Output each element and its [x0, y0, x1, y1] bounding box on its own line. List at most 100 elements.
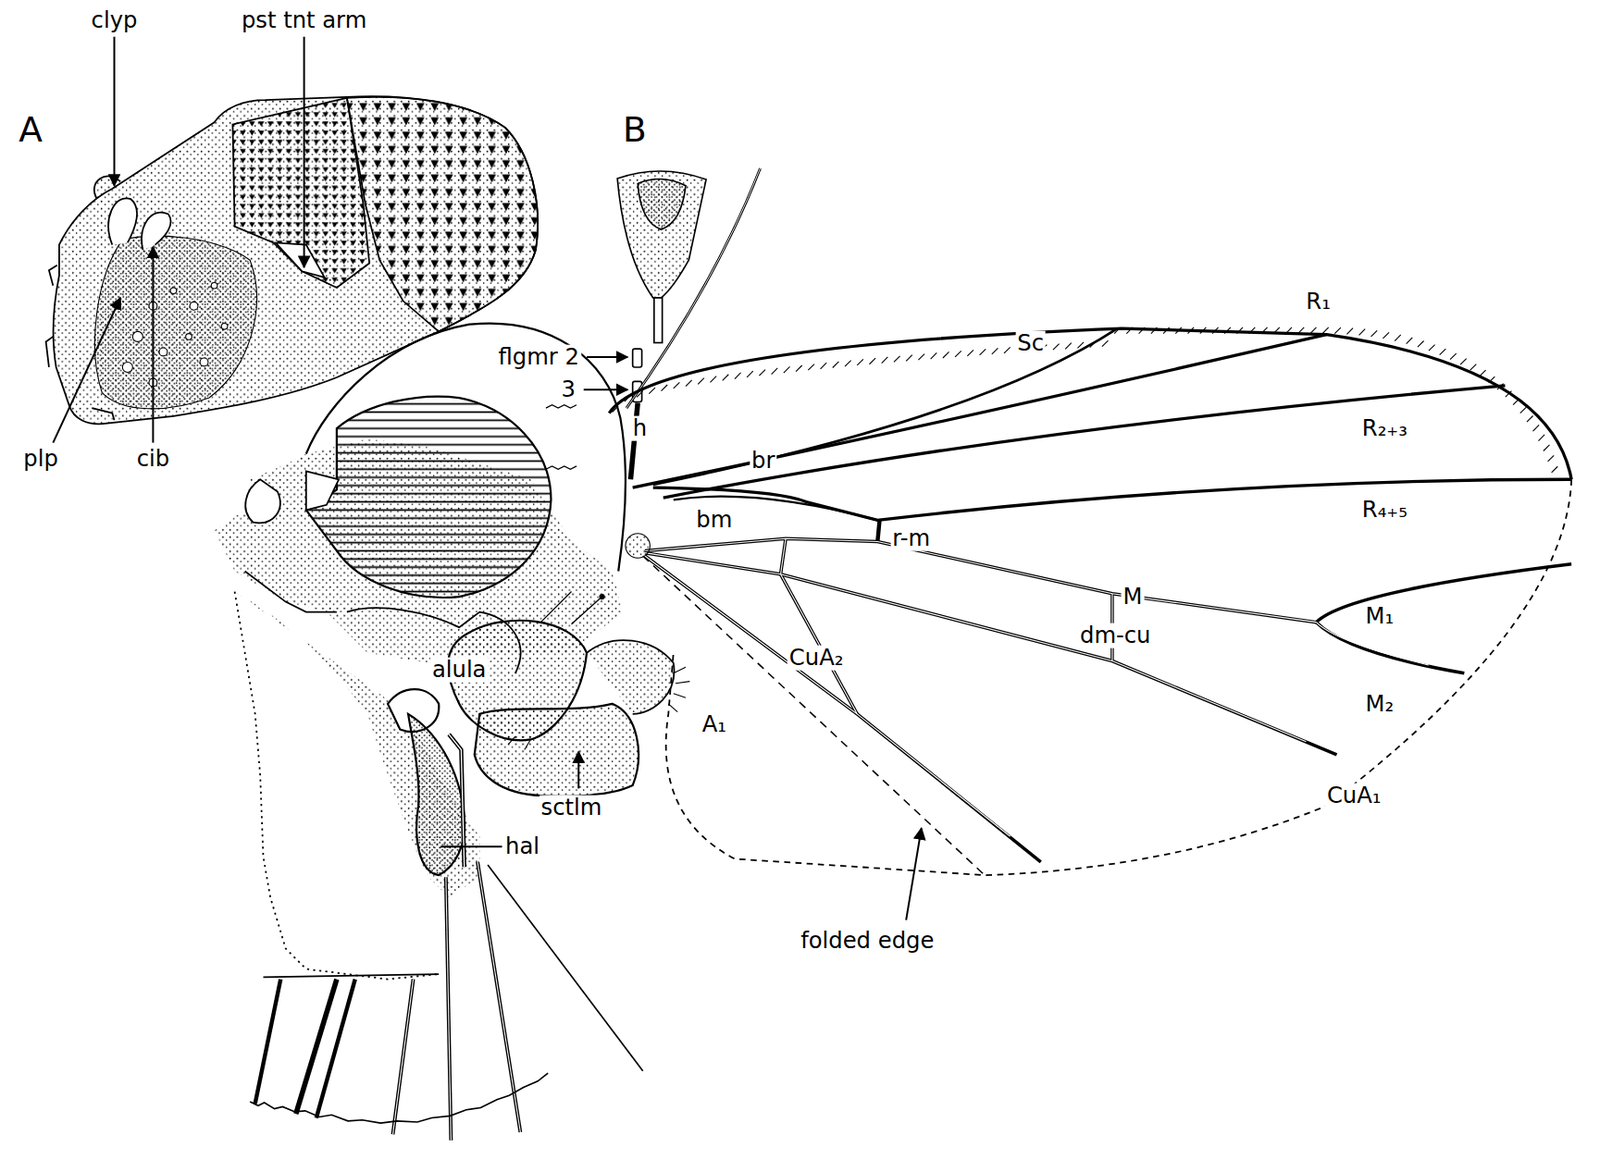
costal-seta	[648, 387, 656, 395]
thorax	[214, 323, 691, 980]
costal-seta	[942, 351, 950, 359]
costal-seta	[930, 352, 938, 360]
abdomen	[249, 862, 644, 1142]
part-label: cib	[135, 446, 172, 472]
costal-seta	[820, 362, 828, 370]
costal-seta	[1479, 370, 1487, 377]
costal-seta	[1439, 348, 1447, 356]
costal-seta	[881, 357, 889, 364]
costal-seta	[856, 359, 864, 366]
costal-seta	[697, 378, 705, 385]
costal-seta	[1520, 407, 1527, 414]
part-label: CuA₁	[1325, 783, 1384, 809]
costal-seta	[967, 349, 974, 357]
part-label: flgmr 2	[496, 345, 582, 371]
costal-seta	[1310, 327, 1317, 335]
part-label: M₁	[1363, 604, 1396, 630]
costal-seta	[1126, 327, 1133, 335]
costal-seta	[1460, 359, 1467, 366]
costal-seta	[1065, 343, 1072, 350]
costal-seta	[1334, 327, 1341, 335]
costal-seta	[1004, 347, 1011, 354]
costal-seta	[1417, 340, 1425, 348]
costal-seta	[1551, 466, 1559, 473]
costal-seta	[1526, 416, 1534, 423]
part-label: Sc	[1015, 330, 1046, 356]
costal-seta	[1543, 445, 1551, 452]
costal-seta	[783, 366, 791, 373]
costal-seta	[832, 361, 840, 369]
part-label: R₄₊₅	[1360, 497, 1410, 523]
part-label: pst tnt arm	[239, 8, 369, 34]
costal-seta	[1077, 342, 1084, 349]
costal-seta	[661, 384, 669, 392]
part-label: A	[16, 111, 45, 150]
costal-seta	[1488, 376, 1496, 384]
costal-seta	[1151, 327, 1158, 335]
costal-seta	[1249, 327, 1256, 335]
costal-seta	[709, 376, 717, 384]
costal-seta	[1346, 328, 1353, 335]
costal-seta	[612, 406, 620, 413]
costal-seta	[1394, 334, 1402, 342]
part-label: M₂	[1363, 692, 1396, 718]
costal-seta	[1139, 327, 1146, 335]
part-label: folded edge	[798, 928, 936, 954]
costal-seta	[1273, 327, 1280, 335]
part-label: 3	[558, 377, 577, 403]
costal-seta	[1224, 327, 1231, 335]
costal-seta	[844, 360, 852, 368]
part-label: M	[1121, 584, 1145, 610]
costal-seta	[1382, 332, 1390, 339]
costal-seta	[1505, 391, 1513, 398]
wing	[608, 327, 1572, 876]
costal-seta	[722, 374, 730, 382]
costal-seta	[1513, 398, 1520, 406]
costal-seta	[1261, 327, 1268, 335]
costal-seta	[1200, 327, 1207, 335]
part-label: r-m	[890, 526, 932, 552]
costal-seta	[1212, 327, 1219, 335]
costal-seta	[1298, 327, 1305, 335]
part-label: dm-cu	[1078, 623, 1153, 649]
costal-seta	[893, 356, 901, 363]
costal-seta	[1371, 330, 1378, 337]
costal-seta	[758, 370, 766, 377]
costal-seta	[1537, 434, 1545, 442]
costal-seta	[1450, 353, 1457, 360]
costal-seta	[746, 371, 754, 378]
costal-seta	[1470, 364, 1477, 372]
part-label: br	[749, 448, 777, 474]
part-label: R₂₊₃	[1360, 416, 1410, 442]
head	[46, 96, 538, 424]
part-label: B	[620, 111, 649, 150]
costal-seta	[868, 358, 876, 365]
costal-seta	[955, 350, 962, 358]
costal-seta	[905, 355, 913, 362]
costal-seta	[1175, 327, 1182, 335]
costal-seta	[992, 347, 999, 355]
costal-seta	[685, 380, 693, 387]
costal-seta	[1359, 329, 1366, 336]
part-label: R₁	[1303, 289, 1333, 315]
costal-seta	[1236, 327, 1243, 335]
part-label: clyp	[89, 8, 140, 34]
costal-seta	[1285, 327, 1292, 335]
costal-seta	[1188, 327, 1195, 335]
part-label: A₁	[700, 712, 729, 738]
costal-seta	[795, 365, 803, 373]
part-label: sctlm	[539, 795, 605, 821]
part-label: alula	[430, 657, 489, 683]
costal-seta	[734, 372, 742, 380]
costal-seta	[1428, 345, 1436, 352]
costal-seta	[636, 391, 644, 398]
costal-seta	[1406, 337, 1414, 345]
costal-seta	[1163, 327, 1170, 335]
part-label: CuA₂	[787, 645, 846, 671]
costal-seta	[771, 368, 779, 375]
costal-seta	[624, 395, 632, 402]
leader-lines	[52, 37, 921, 921]
costal-seta	[979, 348, 987, 356]
part-label: plp	[21, 446, 61, 472]
